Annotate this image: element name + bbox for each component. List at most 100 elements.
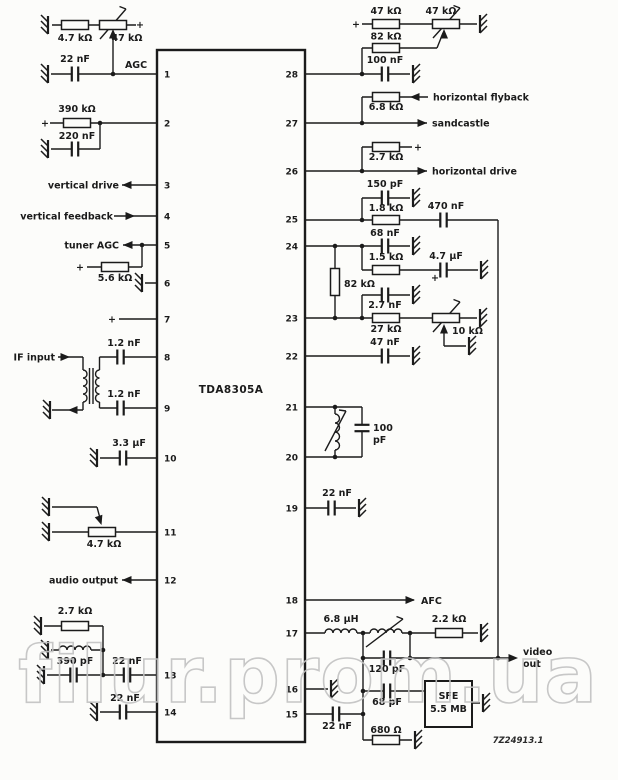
resistor-47k-top	[371, 18, 401, 30]
ground-icon	[357, 496, 368, 519]
ground-icon	[411, 234, 422, 257]
ground-icon	[411, 283, 422, 306]
pot-4k7-volume	[87, 526, 117, 538]
pin-20: 20	[285, 454, 298, 464]
label-c-47n: 47 nF	[370, 337, 400, 348]
ground-icon	[133, 271, 144, 294]
ground-icon	[478, 306, 489, 329]
pin-14: 14	[164, 709, 177, 719]
plus-sign: +	[431, 273, 439, 284]
pot-10k	[431, 312, 461, 324]
label-if-input: IF input	[14, 353, 56, 364]
ground-icon	[411, 344, 422, 367]
resistor-82k-vertical	[329, 267, 341, 297]
pin-3: 3	[164, 182, 170, 192]
variable-inductor-video	[369, 628, 403, 634]
ground-icon	[39, 13, 50, 36]
label-sandcastle: sandcastle	[432, 119, 490, 130]
label-r-2k2: 2.2 kΩ	[432, 614, 467, 625]
resistor-2k7-pin13	[60, 620, 90, 632]
pin-13: 13	[164, 672, 177, 682]
inductor-6u8	[324, 628, 358, 634]
cap-22n-pin1	[70, 65, 80, 83]
cap-100n-pin28	[380, 65, 390, 83]
wiper-arrow-icon	[94, 514, 106, 527]
label-r-2k7-top: 2.7 kΩ	[369, 152, 404, 163]
label-c-390p: 390 pF	[57, 656, 93, 667]
arrow-left-icon	[122, 576, 132, 584]
arrow-left-icon	[68, 406, 78, 414]
label-horizontal-flyback: horizontal flyback	[433, 93, 530, 104]
labels-right: + 47 kΩ 47 kΩ 82 kΩ 100 nF 6.8 kΩ horizo…	[322, 6, 553, 736]
pin-28: 28	[285, 71, 298, 81]
drawing-reference: 7Z24913.1	[493, 736, 544, 746]
label-c-150p: 150 pF	[367, 179, 403, 190]
label-c-470n: 470 nF	[428, 201, 464, 212]
ground-icon	[479, 258, 490, 281]
ic-body: TDA8305A	[155, 48, 307, 744]
label-c-120p: 120 pF	[369, 664, 405, 675]
pin-26: 26	[285, 168, 298, 178]
label-audio-output: audio output	[49, 576, 118, 587]
if-transformer-coils	[82, 368, 100, 404]
pin-27: 27	[285, 120, 298, 130]
resistor-680	[371, 734, 401, 746]
ground-icon	[411, 62, 422, 85]
label-r-680: 680 Ω	[370, 725, 401, 736]
pin-24: 24	[285, 243, 298, 253]
arrow-right-icon	[417, 167, 427, 175]
ground-icon	[39, 137, 50, 160]
label-r-agc: 4.7 kΩ	[58, 33, 93, 44]
plus-sign: +	[108, 315, 116, 326]
pin-8: 8	[164, 354, 170, 364]
label-c-3u3: 3.3 μF	[112, 438, 146, 449]
pin-17: 17	[285, 630, 298, 640]
pin-16: 16	[285, 686, 298, 696]
pin-9: 9	[164, 405, 170, 415]
label-r-82k: 82 kΩ	[371, 32, 402, 43]
label-c-1n2-pin8: 1.2 nF	[107, 338, 140, 349]
label-r-47k: 47 kΩ	[371, 6, 402, 17]
watermark: filur.prom.ua	[18, 631, 598, 721]
ground-icon	[40, 495, 51, 518]
pin-22: 22	[285, 353, 298, 363]
arrow-left-icon	[410, 93, 420, 101]
arrow-left-icon	[123, 241, 133, 249]
label-r-1k8: 1.8 kΩ	[369, 203, 404, 214]
sfe-label-line2: 5.5 MB	[430, 704, 467, 715]
pin-6: 6	[164, 280, 170, 290]
resistor-1k5	[371, 264, 401, 276]
pin-21: 21	[285, 404, 298, 414]
resistor-1k8	[371, 214, 401, 226]
wiper-arrow-icon	[440, 29, 448, 39]
cap-22n-pin19	[327, 499, 336, 517]
label-agc: AGC	[125, 60, 147, 71]
plus-sign: +	[352, 20, 360, 31]
label-c-22n-pin13: 22 nF	[112, 656, 142, 667]
ground-icon	[41, 398, 52, 421]
resistor-4k7-agc	[60, 19, 90, 31]
pot-47k-agc	[98, 19, 128, 31]
pin-25: 25	[285, 216, 298, 226]
pin-23: 23	[285, 315, 298, 325]
label-c-22n-pin15: 22 nF	[322, 721, 352, 732]
arrow-right-icon	[60, 353, 70, 361]
cap-470n-pin25	[439, 211, 448, 229]
sfe-label-line1: SFE	[439, 691, 459, 702]
plus-sign: +	[414, 143, 422, 154]
label-video-out-line2: out	[523, 659, 541, 670]
resistor-5k6	[100, 261, 130, 273]
ground-icon	[88, 446, 99, 469]
cap-1n2-pin8	[116, 348, 125, 366]
label-c-2n7: 2.7 nF	[368, 300, 401, 311]
arrow-right-icon	[417, 119, 427, 127]
sfe-filter: SFE 5.5 MB	[424, 680, 473, 728]
arrow-right-icon	[125, 212, 135, 220]
label-horizontal-drive: horizontal drive	[432, 167, 517, 178]
inductor-pin13	[58, 645, 92, 651]
labels-left: 4.7 kΩ 47 kΩ + 22 nF AGC + 390 kΩ 220 nF…	[14, 20, 148, 704]
label-pot-47k: 47 kΩ	[426, 6, 457, 17]
pot-47k-top	[431, 18, 461, 30]
